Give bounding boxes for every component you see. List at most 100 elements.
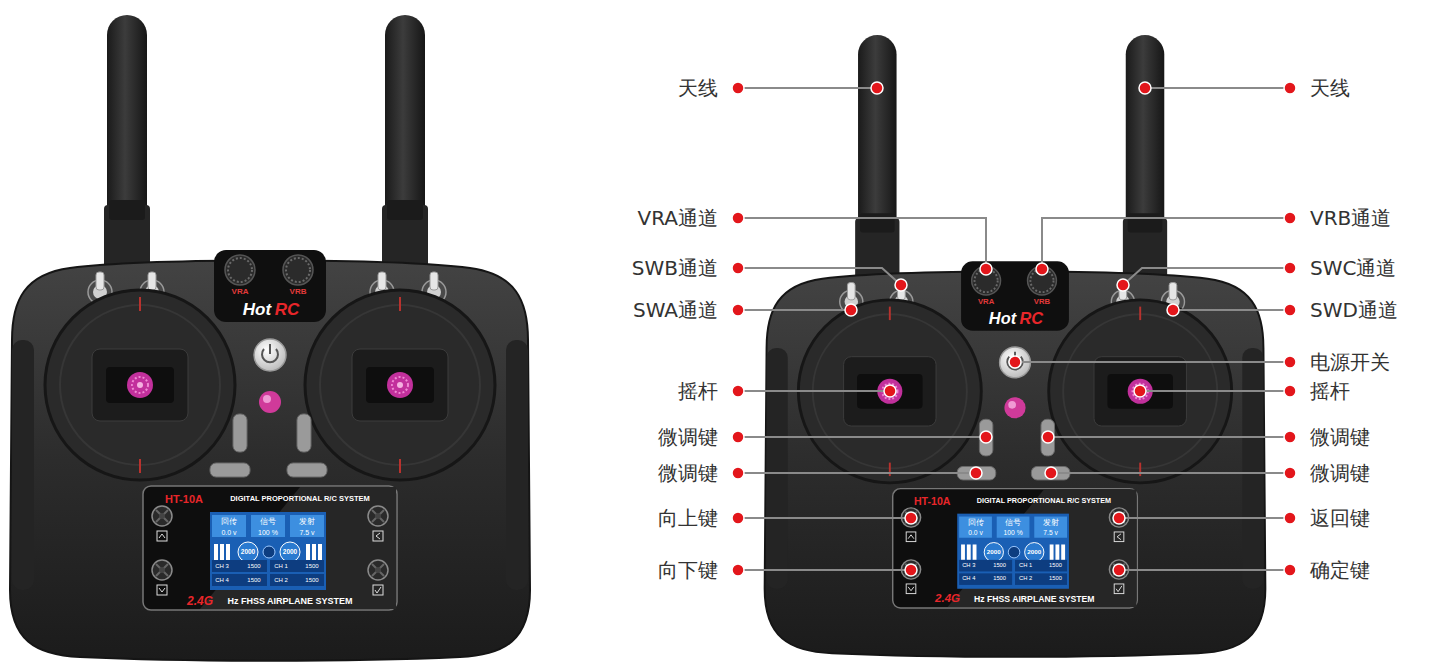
device-part — [905, 512, 917, 524]
device-part — [895, 279, 907, 291]
device-part — [1173, 309, 1290, 311]
callout-label: 微调键 — [658, 461, 718, 485]
device-part — [1123, 268, 1290, 285]
device-part — [1119, 517, 1290, 519]
callout-label: 向下键 — [658, 558, 718, 582]
device-part — [1113, 512, 1125, 524]
callout-label: 向上键 — [658, 506, 718, 530]
device-text: VRB — [1034, 298, 1050, 306]
leader-dots — [732, 82, 1296, 576]
callout-label: 天线 — [1310, 76, 1350, 100]
device-text: 2.4G — [935, 594, 960, 606]
device-part — [738, 268, 901, 285]
device-text: RC — [1020, 310, 1044, 326]
device-part — [1284, 82, 1296, 94]
leader-lines — [738, 88, 1290, 570]
device-part — [905, 564, 917, 576]
device-text: CH 3 — [215, 563, 229, 569]
device-text: CH 2 — [274, 577, 288, 583]
callout-label: 摇杆 — [1310, 379, 1350, 403]
device-text: 回传 — [968, 519, 984, 527]
device-part — [1284, 512, 1296, 524]
callout-label: SWC通道 — [1310, 256, 1396, 280]
device-part — [732, 82, 744, 94]
device-part — [738, 517, 911, 519]
device-text: 信号 — [1005, 519, 1021, 527]
callout-label: 微调键 — [658, 425, 718, 449]
device-part — [732, 512, 744, 524]
device-text: 7.5 v — [1043, 530, 1058, 537]
callout-label: 天线 — [678, 76, 718, 100]
callout-label: VRA通道 — [638, 206, 718, 230]
device-part — [732, 467, 744, 479]
device-part — [980, 263, 992, 275]
device-text: VRB — [290, 288, 307, 296]
device-text: CH 1 — [274, 563, 288, 569]
device-text: Hz FHSS AIRPLANE SYSTEM — [974, 595, 1094, 604]
device-part — [732, 212, 744, 224]
device-text: 0.0 v — [221, 529, 236, 536]
device-text: DIGITAL PROPORTIONAL R/C SYSTEM — [977, 498, 1111, 505]
device-part — [1117, 279, 1129, 291]
device-part — [970, 467, 982, 479]
device-text: HT-10A — [914, 496, 950, 507]
device-text: DIGITAL PROPORTIONAL R/C SYSTEM — [230, 495, 370, 503]
device-part — [1045, 467, 1057, 479]
device-part — [1284, 262, 1296, 274]
device-part — [732, 262, 744, 274]
device-part — [738, 436, 986, 438]
device-text: 1500 — [1049, 563, 1062, 569]
callout-label: SWD通道 — [1310, 298, 1398, 322]
device-text: CH 4 — [215, 577, 229, 583]
device-part — [1284, 564, 1296, 576]
device-part — [1284, 385, 1296, 397]
device-part — [1139, 82, 1151, 94]
device-text: CH 2 — [1019, 576, 1032, 582]
device-text: 1500 — [247, 577, 260, 583]
callout-label: SWA通道 — [633, 298, 718, 322]
device-text: 1500 — [305, 563, 318, 569]
device-text: 发射 — [299, 518, 315, 526]
device-part — [1051, 472, 1290, 474]
device-part — [1167, 304, 1179, 316]
callout-label: 微调键 — [1310, 425, 1370, 449]
device-part — [1048, 436, 1290, 438]
device-part — [738, 569, 911, 571]
device-part — [1015, 361, 1290, 363]
device-text: RC — [275, 301, 300, 318]
device-text: 1500 — [247, 563, 260, 569]
callout-label: VRB通道 — [1310, 206, 1391, 230]
device-text: CH 3 — [962, 563, 975, 569]
device-text: 发射 — [1043, 519, 1059, 527]
transmitter-right — [765, 35, 1266, 657]
device-part — [1042, 431, 1054, 443]
device-part — [738, 309, 851, 311]
callout-label: 返回键 — [1310, 506, 1370, 530]
device-text: 信号 — [260, 518, 276, 526]
device-text: 2000 — [241, 549, 255, 556]
device-text: VRA — [232, 288, 249, 296]
device-text: Hot — [243, 301, 271, 318]
device-part — [738, 472, 976, 474]
device-part — [732, 385, 744, 397]
device-text: 1500 — [993, 563, 1006, 569]
callout-label: 电源开关 — [1310, 350, 1390, 374]
device-text: 2.4G — [187, 595, 213, 607]
device-part — [738, 87, 877, 89]
device-part — [1140, 390, 1290, 392]
device-part — [738, 390, 890, 392]
device-part — [732, 431, 744, 443]
device-part — [1145, 87, 1290, 89]
callout-label: 确定键 — [1310, 558, 1370, 582]
device-text: Hot — [989, 310, 1016, 326]
device-part — [871, 82, 883, 94]
device-part — [1284, 304, 1296, 316]
device-text: 100 % — [258, 529, 278, 536]
transmitter-left — [10, 15, 530, 661]
device-text: 2000 — [987, 549, 1001, 555]
device-part — [738, 218, 986, 269]
device-text: 7.5 v — [299, 529, 314, 536]
device-part — [1119, 569, 1290, 571]
device-part — [1042, 218, 1290, 269]
device-part — [845, 304, 857, 316]
